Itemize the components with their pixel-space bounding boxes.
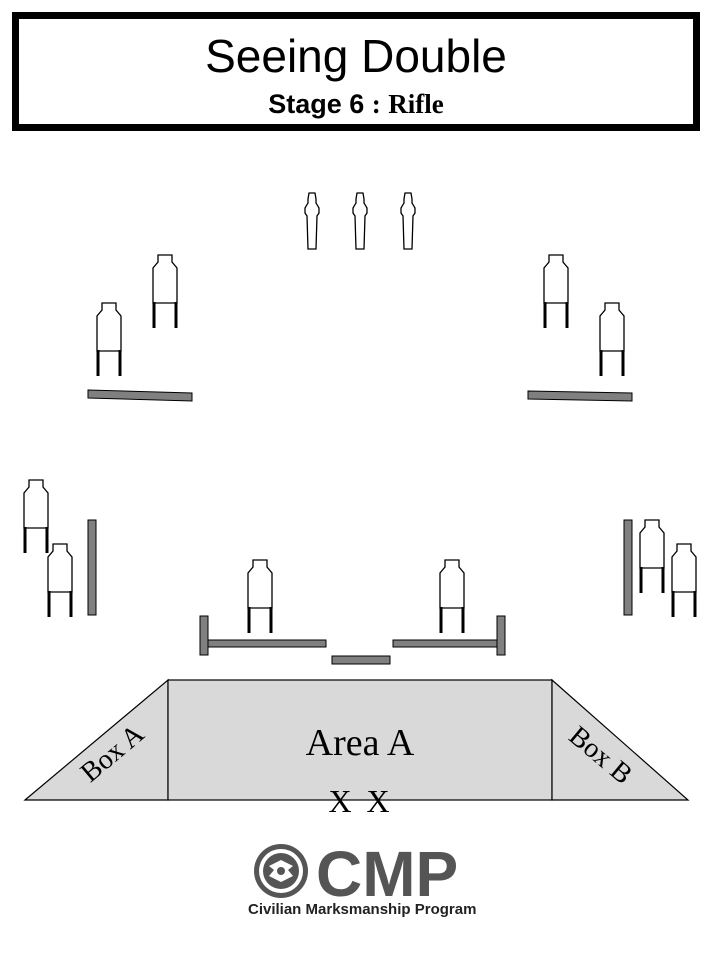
paper-target bbox=[542, 254, 570, 329]
stage-subtitle: Stage 6 : Rifle bbox=[19, 91, 693, 118]
paper-target bbox=[22, 479, 50, 554]
cmp-wordmark: CMP bbox=[316, 838, 458, 910]
barrier-wall bbox=[392, 639, 498, 648]
steel-target bbox=[304, 192, 320, 250]
paper-target bbox=[670, 543, 698, 618]
cmp-logo: CMP Civilian Marksmanship Program bbox=[248, 838, 476, 918]
cmp-full-name: Civilian Marksmanship Program bbox=[248, 901, 476, 918]
seal-icon bbox=[254, 844, 308, 898]
paper-target bbox=[638, 519, 666, 594]
area-a bbox=[167, 679, 553, 801]
barrier-wall bbox=[527, 390, 633, 402]
shooter-position-mark: X bbox=[366, 783, 389, 819]
paper-target bbox=[438, 559, 466, 634]
paper-target bbox=[598, 302, 626, 377]
stage-title: Seeing Double bbox=[205, 30, 507, 82]
barrier-wall bbox=[496, 615, 506, 656]
barrier-wall bbox=[87, 519, 97, 616]
barrier-wall bbox=[199, 615, 209, 656]
box-b-area bbox=[551, 678, 690, 801]
stage-discipline: Rifle bbox=[388, 89, 444, 119]
stage-number: Stage 6 bbox=[268, 89, 365, 119]
paper-target bbox=[151, 254, 179, 329]
paper-target bbox=[246, 559, 274, 634]
steel-target bbox=[352, 192, 368, 250]
shooter-position-mark: X bbox=[328, 783, 351, 819]
area-a-label: Area A bbox=[306, 722, 415, 764]
barrier-wall bbox=[331, 655, 391, 665]
barrier-wall bbox=[87, 389, 193, 402]
barrier-wall bbox=[207, 639, 327, 648]
subtitle-separator: : bbox=[371, 89, 381, 119]
steel-target bbox=[400, 192, 416, 250]
paper-target bbox=[95, 302, 123, 377]
paper-target bbox=[46, 543, 74, 618]
barrier-wall bbox=[623, 519, 633, 616]
stage-title-box: Seeing Double Stage 6 : Rifle bbox=[12, 12, 700, 131]
